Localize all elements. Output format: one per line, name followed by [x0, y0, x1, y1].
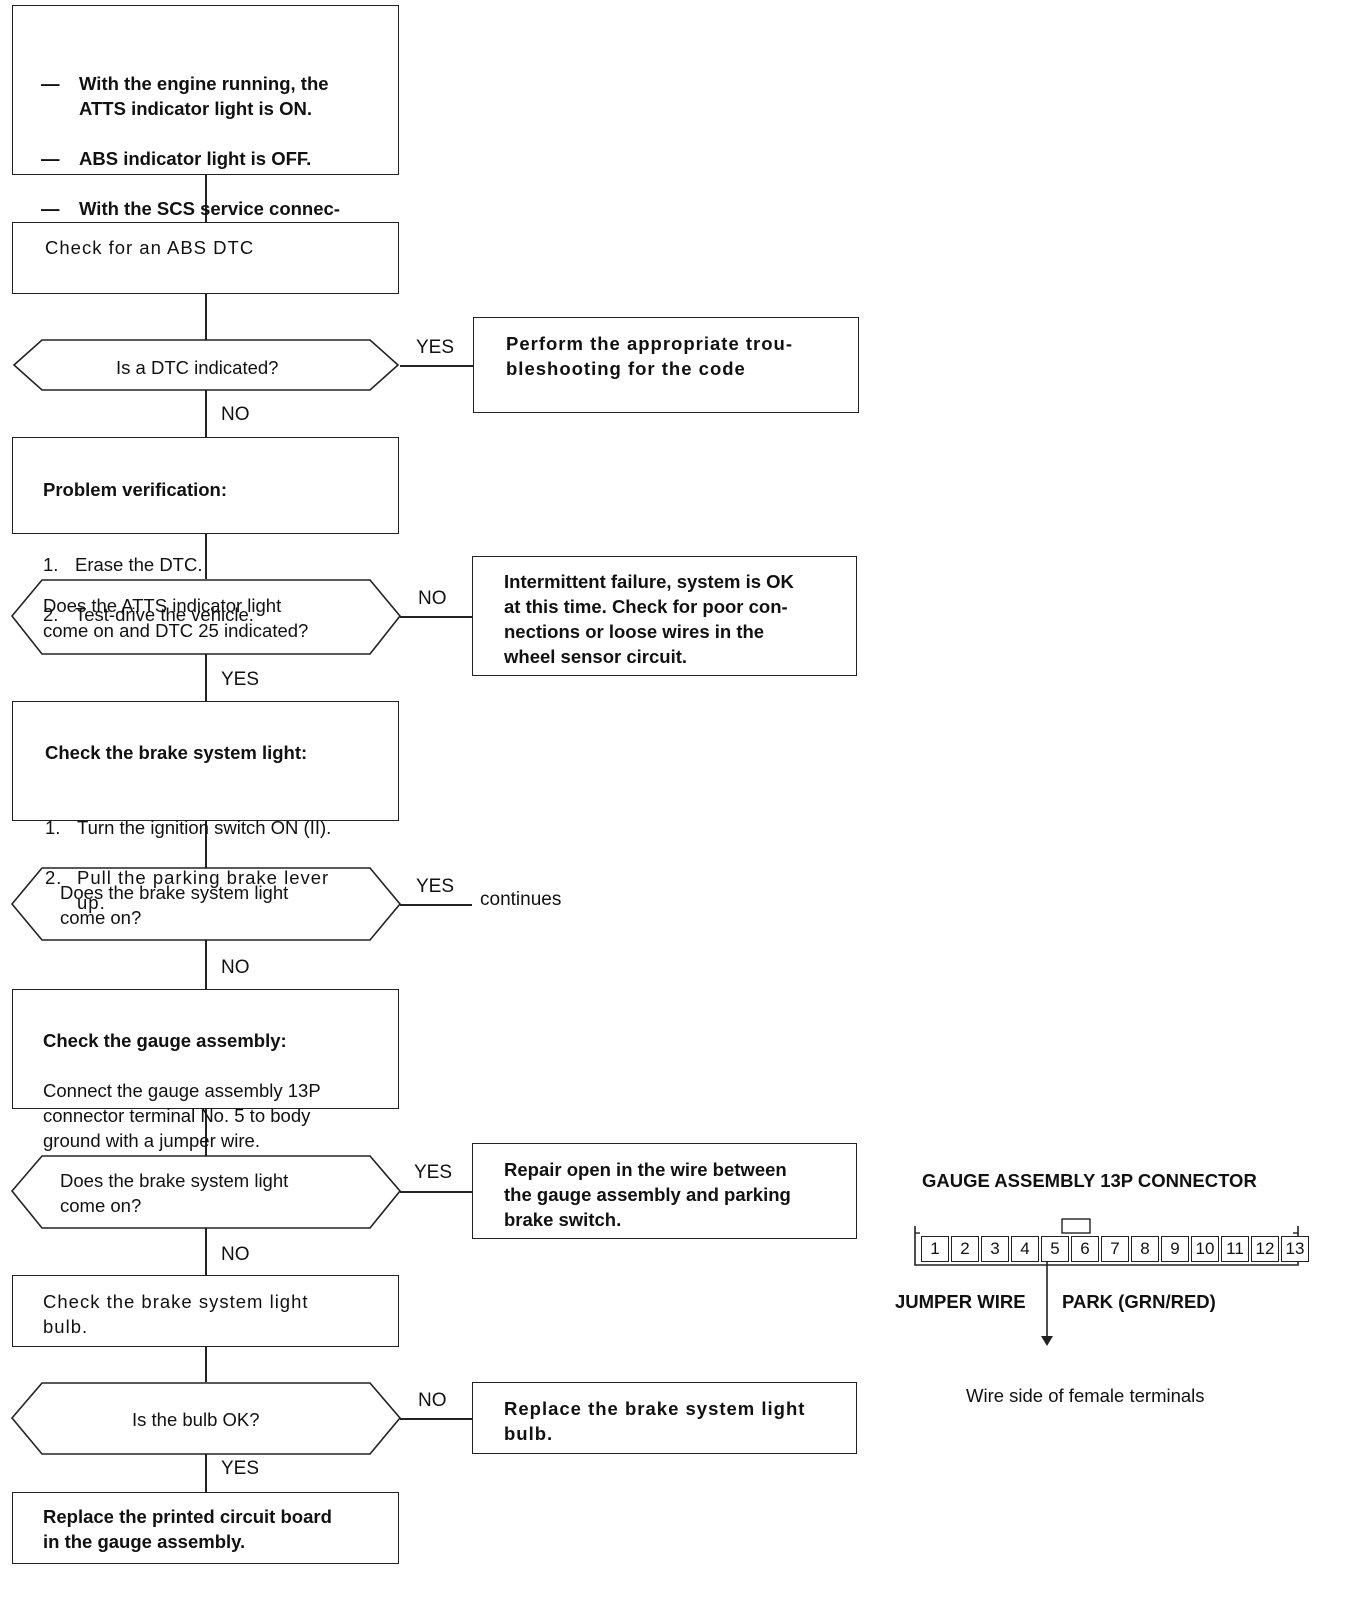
yes-label: YES	[416, 876, 455, 897]
connector-title: GAUGE ASSEMBLY 13P CONNECTOR	[922, 1170, 1257, 1191]
flow-line	[400, 616, 474, 618]
brake-light-check-box: Check the brake system light: 1.Turn the…	[12, 701, 399, 913]
condition-item: ABS indicator light is OFF.	[41, 146, 391, 171]
continues-label: continues	[480, 889, 562, 910]
gauge-check-text: Connect the gauge assembly 13P connector…	[43, 1080, 321, 1151]
pin-9: 9	[1161, 1236, 1189, 1262]
pin-10: 10	[1191, 1236, 1219, 1262]
bulb-check-box: Check the brake system light bulb.	[12, 1275, 399, 1347]
no-label: NO	[221, 957, 250, 978]
flow-line	[205, 293, 207, 341]
pin-13: 13	[1281, 1236, 1309, 1262]
condition-item: With the engine running, the ATTS indica…	[41, 71, 391, 121]
repair-open-wire-text: Repair open in the wire between the gaug…	[504, 1159, 791, 1230]
gauge-check-title: Check the gauge assembly:	[43, 1030, 287, 1051]
verification-step: 2.Test-drive the vehicle.	[43, 604, 254, 625]
perform-troubleshooting-box: Perform the appropriate trou- bleshootin…	[473, 317, 859, 413]
bulb-check-text: Check the brake system light bulb.	[43, 1291, 309, 1337]
flow-line	[205, 533, 207, 579]
no-label: NO	[418, 588, 447, 609]
pin-3: 3	[981, 1236, 1009, 1262]
yes-label: YES	[221, 1458, 260, 1479]
replace-bulb-box: Replace the brake system light bulb.	[472, 1382, 857, 1454]
flow-line	[205, 1228, 207, 1276]
yes-label: YES	[416, 337, 455, 358]
pin-4: 4	[1011, 1236, 1039, 1262]
pin-1: 1	[921, 1236, 949, 1262]
intermittent-failure-text: Intermittent failure, system is OK at th…	[504, 571, 794, 667]
decision-atts-light: Does the ATTS indicator light come on an…	[43, 595, 309, 641]
replace-bulb-text: Replace the brake system light bulb.	[504, 1398, 806, 1444]
flow-line	[205, 1108, 207, 1156]
flow-line	[400, 365, 475, 367]
flow-line	[205, 1346, 207, 1382]
brake-check-step: 1.Turn the ignition switch ON (II).	[45, 817, 332, 838]
flow-line	[400, 1418, 474, 1420]
flow-line	[400, 904, 472, 906]
problem-verification-box: Problem verification: 1.Erase the DTC. 2…	[12, 437, 399, 625]
flow-line	[205, 820, 207, 868]
jumper-wire-label: JUMPER WIRE	[895, 1291, 1026, 1312]
pin-12: 12	[1251, 1236, 1279, 1262]
no-label: NO	[221, 1244, 250, 1265]
intermittent-failure-box: Intermittent failure, system is OK at th…	[472, 556, 857, 676]
decision-bulb-ok: Is the bulb OK?	[132, 1409, 260, 1430]
no-label: NO	[418, 1390, 447, 1411]
flow-line	[205, 1454, 207, 1494]
decision-brake-light-on-2: Does the brake system light come on?	[60, 1170, 289, 1216]
repair-open-wire-box: Repair open in the wire between the gaug…	[472, 1143, 857, 1239]
flow-line	[205, 654, 207, 702]
pin-11: 11	[1221, 1236, 1249, 1262]
pin-8: 8	[1131, 1236, 1159, 1262]
check-abs-dtc-box: Check for an ABS DTC	[12, 222, 399, 294]
pin-6: 6	[1071, 1236, 1099, 1262]
replace-pcb-box: Replace the printed circuit board in the…	[12, 1492, 399, 1564]
connector-caption: Wire side of female terminals	[966, 1385, 1205, 1406]
park-wire-label: PARK (GRN/RED)	[1062, 1291, 1216, 1312]
flow-line	[400, 1191, 474, 1193]
decision-dtc-indicated: Is a DTC indicated?	[116, 357, 279, 378]
pin-2: 2	[951, 1236, 979, 1262]
check-abs-dtc-text: Check for an ABS DTC	[45, 237, 255, 258]
flow-line	[205, 390, 207, 438]
pin-5: 5	[1041, 1236, 1069, 1262]
gauge-assembly-check-box: Check the gauge assembly: Connect the ga…	[12, 989, 399, 1151]
perform-troubleshooting-text: Perform the appropriate trou- bleshootin…	[506, 333, 793, 379]
no-label: NO	[221, 404, 250, 425]
yes-label: YES	[414, 1162, 453, 1183]
decision-brake-light-on: Does the brake system light come on?	[60, 882, 289, 928]
pin-7: 7	[1101, 1236, 1129, 1262]
connector-pins: 1 2 3 4 5 6 7 8 9 10 11 12 13	[921, 1236, 1311, 1262]
yes-label: YES	[221, 669, 260, 690]
replace-pcb-text: Replace the printed circuit board in the…	[43, 1506, 332, 1552]
brake-check-step: 2.Pull the parking brake lever up.	[45, 867, 330, 913]
brake-check-title: Check the brake system light:	[45, 742, 308, 763]
verification-step: 1.Erase the DTC.	[43, 554, 203, 575]
flow-line	[205, 940, 207, 990]
verification-title: Problem verification:	[43, 479, 228, 500]
